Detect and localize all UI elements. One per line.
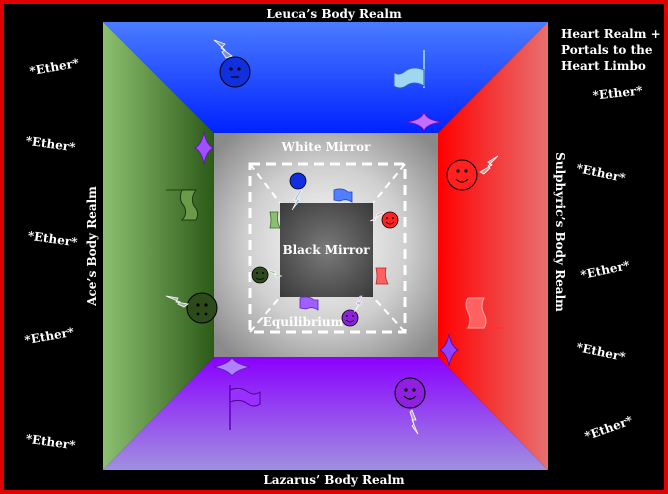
leuca-wall (103, 22, 548, 133)
smiley-face-icon (219, 56, 251, 88)
smiley-face-icon (186, 292, 218, 324)
flag-icon (465, 297, 504, 329)
black-mirror (280, 203, 373, 297)
diagonal-dash (372, 163, 406, 204)
lightning-bolt-icon (165, 295, 189, 308)
ace-wall (103, 22, 214, 470)
lightning-bolt-icon (291, 189, 303, 211)
heart-realm-label-line2: Portals to the (561, 43, 653, 57)
flag-icon (229, 385, 261, 430)
flag-icon (166, 189, 199, 221)
four-point-star-icon (194, 131, 214, 165)
flag-icon (269, 211, 281, 229)
smiley-face-icon (341, 309, 359, 327)
four-point-star-icon (439, 333, 459, 367)
lightning-bolt-icon (267, 269, 283, 278)
black-mirror-label: Black Mirror (282, 243, 370, 257)
sulphyric-wall (438, 22, 548, 470)
diagonal-dash (372, 296, 406, 333)
flag-icon (375, 267, 389, 285)
ether-label: *Ether* (27, 229, 79, 250)
lightning-bolt-icon (369, 211, 385, 222)
equilibrium-boundary (248, 162, 407, 334)
four-point-star-icon (405, 111, 443, 133)
white-mirror-label: White Mirror (281, 140, 372, 154)
lazarus-realm-label: Lazarus’ Body Realm (263, 473, 405, 487)
smiley-face-icon (251, 266, 269, 284)
equilibrium-label: Equilibrium (263, 315, 344, 329)
diagonal-dash (249, 163, 281, 204)
flag-icon (299, 296, 319, 311)
smiley-face-icon (394, 377, 426, 409)
lightning-bolt-icon (353, 295, 363, 313)
lightning-bolt-icon (409, 409, 419, 435)
leuca-realm-label: Leuca’s Body Realm (266, 7, 402, 21)
flag-icon (393, 50, 425, 89)
lightning-bolt-icon (479, 155, 499, 175)
smiley-face-icon (381, 211, 399, 229)
diagonal-dash (249, 296, 281, 333)
lazarus-wall (103, 357, 548, 470)
heart-realm-label-line1: Heart Realm + (561, 27, 661, 41)
ether-label: *Ether* (25, 432, 77, 453)
smiley-face-icon (446, 159, 478, 191)
ace-realm-label: Ace’s Body Realm (85, 186, 99, 307)
smiley-face-icon (289, 172, 307, 190)
ether-label: *Ether* (592, 83, 644, 102)
sulphyric-realm-label: Sulphyric’s Body Realm (553, 152, 567, 312)
ether-label: *Ether* (25, 134, 77, 155)
heart-realm-label-line3: Heart Limbo (561, 59, 646, 73)
lightning-bolt-icon (213, 39, 233, 59)
flag-icon (333, 188, 353, 203)
four-point-star-icon (213, 357, 251, 377)
